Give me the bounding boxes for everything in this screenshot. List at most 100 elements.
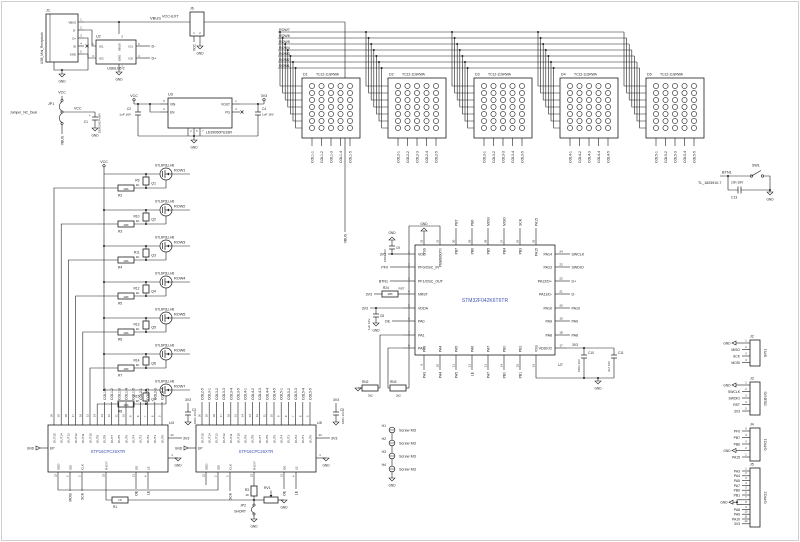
value: 1K (136, 327, 141, 331)
led-dot (404, 97, 411, 103)
net-label: PB0 (734, 489, 741, 493)
led-dot (586, 111, 592, 117)
value: 1K (136, 219, 141, 223)
row-tap (378, 62, 388, 122)
pin-number: 2 (199, 31, 201, 35)
pin-name: PA1 (418, 333, 425, 337)
power-flag-icon (132, 98, 136, 102)
pin-name: SDI (216, 465, 220, 470)
net-label: D+ (152, 57, 158, 61)
junction (294, 67, 297, 69)
led-dot (691, 125, 697, 131)
net-label: MISO (502, 217, 506, 226)
pin-name: OUT13 (215, 433, 219, 443)
led-dot (395, 83, 401, 89)
led-dot (519, 90, 525, 96)
label: VCC (130, 94, 138, 98)
gnd-arrow-icon (594, 380, 602, 385)
net-label: MOSI (486, 217, 490, 226)
refdes: H3 (382, 450, 386, 454)
net-label: PB7 (734, 436, 741, 440)
net-label: COL1-4 (125, 388, 129, 400)
pin-name: PB4 (502, 248, 506, 255)
net-label: ROW2 (279, 58, 290, 62)
net-label: COL3-3 (222, 388, 226, 400)
net-label: OE (135, 490, 139, 496)
led-dot (481, 83, 487, 89)
pin-number: 21 (280, 474, 284, 477)
refdes: JP2 (240, 504, 246, 508)
label: GND (388, 231, 396, 235)
label: GND (115, 78, 123, 82)
led-dot (681, 104, 688, 110)
net-label: RST (399, 287, 405, 291)
net-label: 3V3 (380, 253, 386, 257)
led-dot (691, 111, 697, 117)
body (473, 77, 533, 139)
label: GND (250, 525, 258, 529)
pin-number: 20 (559, 303, 563, 307)
wire (149, 104, 160, 113)
net-label: ROW5 (279, 40, 290, 44)
refdes: H4 (382, 463, 386, 467)
led-dot (433, 104, 439, 110)
net-label: D- (152, 45, 157, 49)
junction (145, 173, 147, 175)
net-label: COL4-1 (569, 151, 573, 163)
led-dot (404, 118, 411, 124)
led-dot (672, 83, 678, 89)
net-label: BTN1 (379, 280, 388, 284)
mosfet-arrow-icon (166, 208, 169, 212)
led-dot (395, 90, 401, 96)
pin-name: VDDA (418, 306, 429, 310)
led-dot (567, 118, 573, 124)
net-label: COL4-3 (258, 388, 262, 400)
part-label: GPIO1 (763, 438, 768, 451)
refdes: R4 (118, 266, 122, 270)
gnd-arrow-icon (35, 445, 41, 451)
pin-name: PB6 (470, 248, 474, 255)
body (387, 77, 447, 139)
net-label: COL4-2 (251, 388, 255, 400)
body (142, 320, 150, 330)
row-tap (292, 62, 302, 122)
value: 1K (136, 183, 141, 187)
net-label: 3V3 (183, 437, 189, 441)
pin-number: 13 (484, 364, 488, 368)
pin-name: VSS (534, 344, 538, 352)
led-dot (433, 97, 439, 103)
led-dot (595, 97, 602, 103)
row-tap (279, 32, 302, 87)
net-label: PA5 (454, 372, 458, 378)
pin-number: 11 (452, 364, 456, 367)
junction (461, 55, 464, 57)
gnd-symbol: GND (91, 127, 99, 138)
connector-body (749, 467, 761, 528)
led-dot (586, 118, 592, 124)
refdes: C13 (731, 196, 737, 200)
power-flag: VCC (100, 160, 108, 170)
net-label: COL5-1 (655, 151, 659, 163)
pin-number: 4 (745, 400, 747, 404)
refdes: R1 (113, 505, 117, 509)
refdes: D4 (561, 73, 566, 77)
led-dot (681, 90, 688, 96)
part-label: SPI1 (763, 348, 768, 357)
junction (103, 389, 105, 391)
part-label: Screw M3 (399, 455, 416, 459)
led-dot (519, 97, 525, 103)
net-label: COL2-4 (425, 151, 429, 163)
label: GND (388, 484, 396, 488)
junction (597, 377, 599, 379)
led-dot (653, 97, 659, 103)
body (45, 13, 79, 63)
led-dot (309, 83, 315, 89)
pin-name: CLK (228, 464, 232, 470)
net-label: ROW4 (279, 46, 290, 50)
power-flag-icon (102, 164, 106, 168)
led-dot (318, 97, 325, 103)
pin-name: VDDIO2 (539, 346, 552, 350)
pin-name: ID (73, 44, 76, 48)
